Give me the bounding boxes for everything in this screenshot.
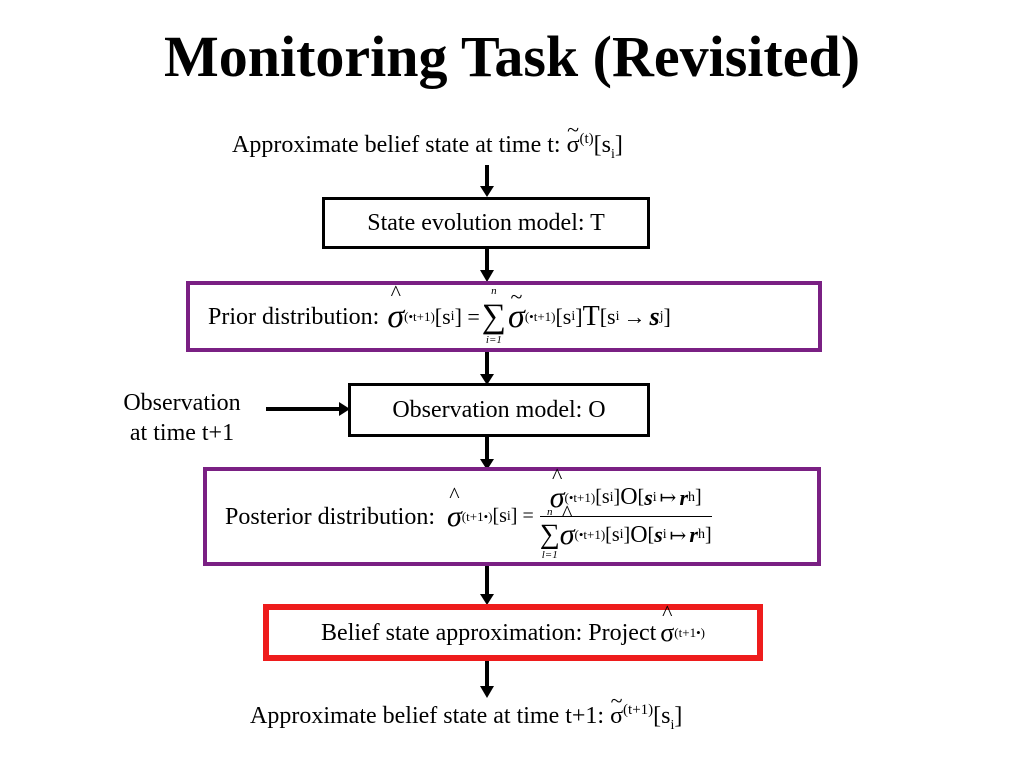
arrowhead-1 (480, 186, 494, 197)
bottom-belief-label: Approximate belief state at time t+1: ~σ… (250, 688, 683, 733)
arrowhead-obs (339, 402, 350, 416)
slide-title: Monitoring Task (Revisited) (163, 24, 861, 89)
sigma-tilde-symbol: ~σ (508, 283, 525, 335)
arrowhead-4 (480, 459, 494, 470)
tilde-accent: ~ (610, 688, 623, 713)
projection-label: Belief state approximation: Project (321, 619, 657, 646)
tilde-accent: ~ (567, 117, 579, 142)
fraction-bar (539, 515, 712, 518)
arrowhead-6 (480, 686, 494, 698)
prior-label: Prior distribution: (208, 303, 380, 330)
observation-input-label: Observation at time t+1 (123, 390, 241, 446)
sigma-hat-symbol: ^σ (447, 481, 462, 533)
observation-model-box: Observation model: O (348, 383, 650, 437)
sigma-tilde-symbol: ~σ (610, 688, 624, 729)
arrowhead-3 (480, 374, 494, 385)
projection-box: Belief state approximation: Project ^σ(t… (263, 599, 763, 661)
posterior-label: Posterior distribution: (225, 503, 435, 530)
state-evolution-box: State evolution model: T (322, 197, 650, 249)
arrowhead-5 (480, 594, 494, 605)
top-belief-label: Approximate belief state at time t: ~σ(t… (232, 117, 623, 162)
sigma-tilde-symbol: ~σ (566, 117, 580, 158)
arrowhead-2 (480, 270, 494, 282)
observation-model-label: Observation model: O (392, 397, 606, 423)
state-evolution-label: State evolution model: T (367, 210, 605, 236)
sigma-hat-symbol: ^σ (660, 599, 675, 647)
sigma-hat-symbol: ^σ (387, 279, 405, 335)
